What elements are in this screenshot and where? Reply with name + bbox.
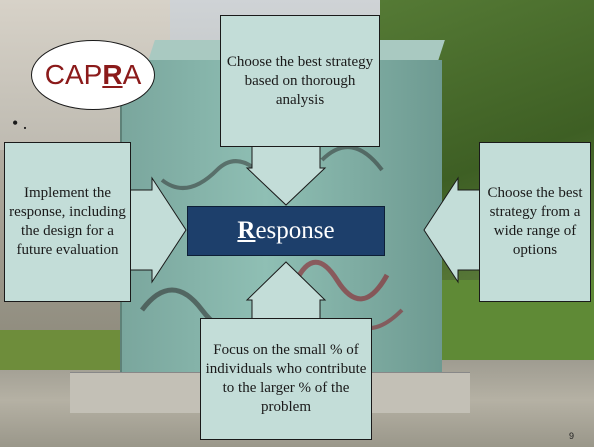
capra-highlight-letter: R [102,59,123,90]
callout-bottom: Focus on the small % of individuals who … [200,318,372,440]
callout-top: Choose the best strategy based on thorou… [220,15,380,147]
capra-suffix: A [122,59,142,90]
callout-left: Implement the response, including the de… [4,142,131,302]
callout-right: Choose the best strategy from a wide ran… [479,142,591,302]
bullet-point: • . [12,113,28,133]
page-number: 9 [568,431,574,441]
arrow-bottom [245,261,327,321]
response-rest: esponse [255,217,335,244]
response-highlight-letter: R [237,217,256,244]
capra-prefix: CAP [44,59,103,90]
arrow-right [423,176,481,284]
arrow-top [245,145,327,206]
background-grass-left [0,330,120,370]
arrow-left [129,176,187,284]
